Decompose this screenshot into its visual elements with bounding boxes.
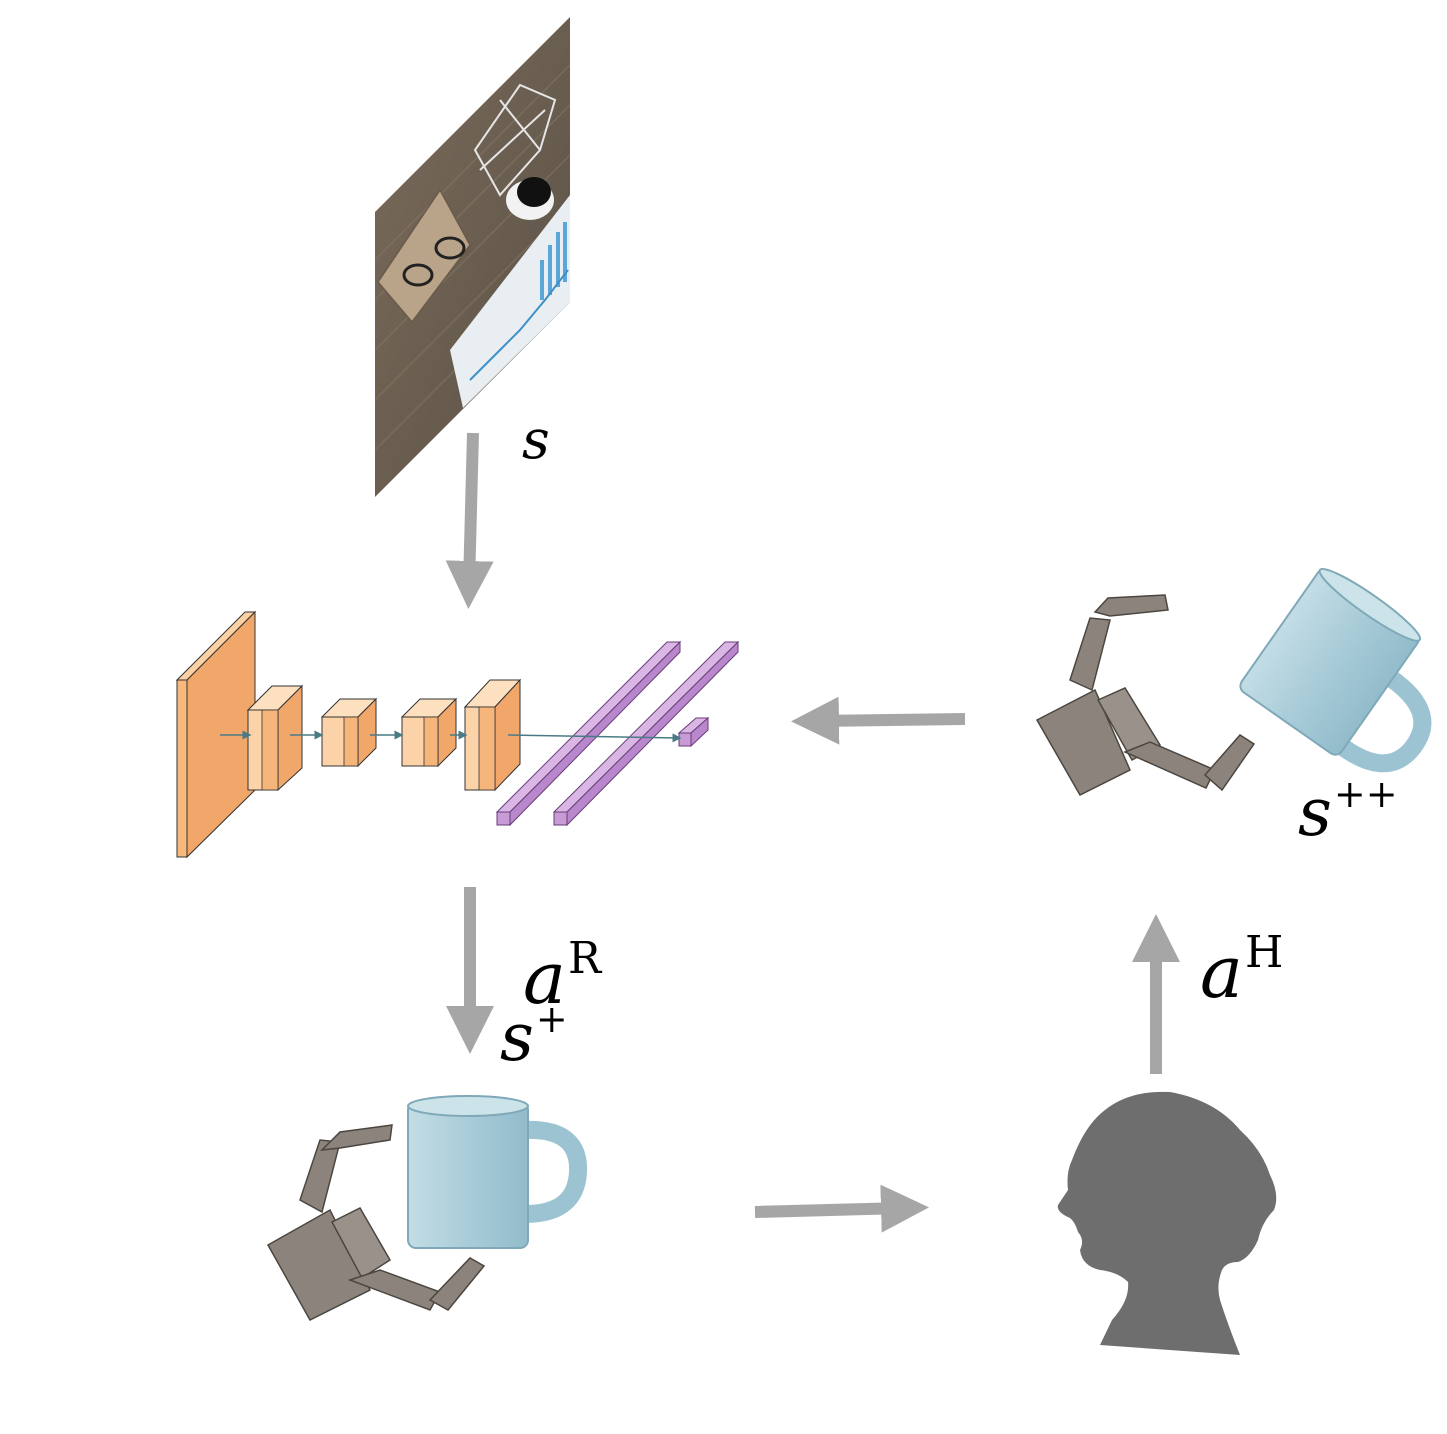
state-plusplus-label: s++ <box>1298 772 1398 851</box>
human-action-label: aH <box>1200 927 1283 1014</box>
human-head-silhouette <box>1057 1091 1277 1355</box>
state-label: s <box>522 408 550 471</box>
state-plus-label-text: s+ <box>500 997 568 1076</box>
neural-network <box>175 610 740 859</box>
robot-gripper-mug-upright <box>266 1095 588 1321</box>
input-image <box>374 17 571 497</box>
arrow-outcome-to-network <box>791 696 966 745</box>
robot-gripper-mug-tilted <box>1035 567 1432 796</box>
robot-action-label: aR <box>523 933 603 1020</box>
arrow-robot-to-human <box>754 1184 929 1233</box>
arrow-image-to-network <box>445 432 494 609</box>
